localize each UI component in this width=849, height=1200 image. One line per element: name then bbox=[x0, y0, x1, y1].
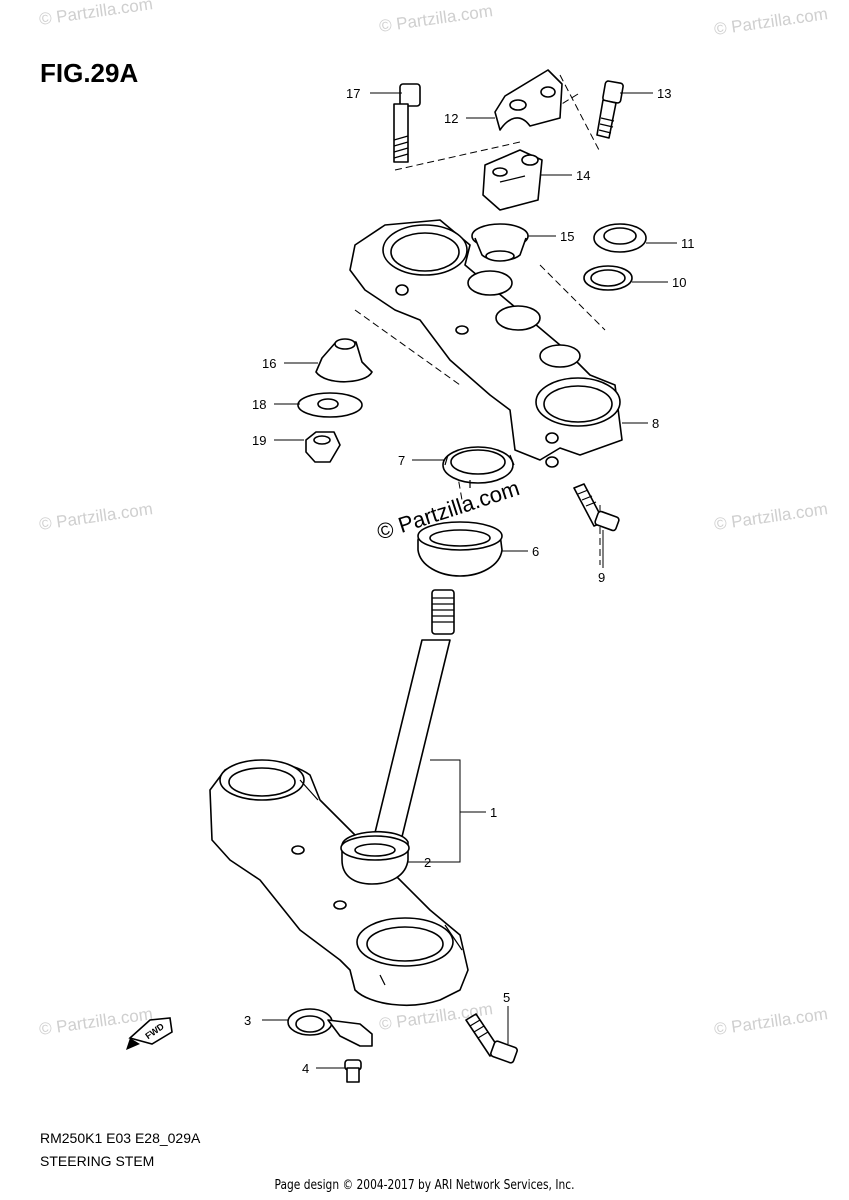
bolt-13[interactable] bbox=[596, 80, 624, 139]
upper-bracket-8[interactable] bbox=[349, 219, 623, 468]
washer-11[interactable] bbox=[593, 223, 647, 253]
bearing-6[interactable] bbox=[417, 521, 503, 577]
watermark: © Partzilla.com bbox=[378, 1, 494, 36]
callout-19: 19 bbox=[252, 433, 266, 448]
fwd-arrow-icon: FWD bbox=[126, 1017, 173, 1050]
clamp-3[interactable] bbox=[287, 1008, 373, 1047]
callout-5: 5 bbox=[503, 990, 510, 1005]
callouts: 17 12 13 14 15 11 10 16 18 19 7 8 6 9 1 … bbox=[244, 86, 695, 1076]
dust-seal-2[interactable] bbox=[340, 831, 410, 885]
watermark: © Partzilla.com bbox=[38, 499, 154, 534]
figure-code: RM250K1 E03 E28_029A bbox=[40, 1130, 201, 1146]
page-footer: Page design © 2004-2017 by ARI Network S… bbox=[274, 1178, 575, 1193]
leader-lines bbox=[262, 92, 677, 1069]
washer-18[interactable] bbox=[297, 392, 363, 418]
steering-stem-1[interactable] bbox=[209, 589, 469, 1006]
callout-13: 13 bbox=[657, 86, 671, 101]
callout-10: 10 bbox=[672, 275, 686, 290]
watermarks: © Partzilla.com © Partzilla.com © Partzi… bbox=[38, 0, 829, 1039]
callout-4: 4 bbox=[302, 1061, 309, 1076]
callout-3: 3 bbox=[244, 1013, 251, 1028]
callout-16: 16 bbox=[262, 356, 276, 371]
callout-9: 9 bbox=[598, 570, 605, 585]
bolt-5[interactable] bbox=[465, 1013, 518, 1064]
watermark: © Partzilla.com bbox=[713, 4, 829, 39]
cushion-15[interactable] bbox=[471, 223, 529, 262]
bushing-16[interactable] bbox=[315, 338, 373, 383]
figure-title: FIG.29A bbox=[40, 58, 139, 88]
handlebar-clamp-12[interactable] bbox=[494, 69, 563, 131]
washer-10[interactable] bbox=[583, 265, 633, 291]
handlebar-holder-14[interactable] bbox=[482, 149, 543, 211]
nut-19[interactable] bbox=[305, 431, 341, 463]
watermark: © Partzilla.com bbox=[713, 1004, 829, 1039]
callout-6: 6 bbox=[532, 544, 539, 559]
callout-8: 8 bbox=[652, 416, 659, 431]
screw-4[interactable] bbox=[344, 1059, 362, 1083]
figure-name: STEERING STEM bbox=[40, 1153, 155, 1169]
callout-1: 1 bbox=[490, 805, 497, 820]
callout-2: 2 bbox=[424, 855, 431, 870]
callout-17: 17 bbox=[346, 86, 360, 101]
callout-14: 14 bbox=[576, 168, 590, 183]
watermark: © Partzilla.com bbox=[38, 0, 154, 29]
callout-11: 11 bbox=[681, 236, 695, 251]
callout-18: 18 bbox=[252, 397, 266, 412]
watermark: © Partzilla.com bbox=[713, 499, 829, 534]
bolt-9[interactable] bbox=[573, 483, 620, 532]
bolt-17[interactable] bbox=[393, 83, 421, 163]
callout-7: 7 bbox=[398, 453, 405, 468]
callout-15: 15 bbox=[560, 229, 574, 244]
callout-12: 12 bbox=[444, 111, 458, 126]
steering-nut-7[interactable] bbox=[442, 446, 515, 488]
